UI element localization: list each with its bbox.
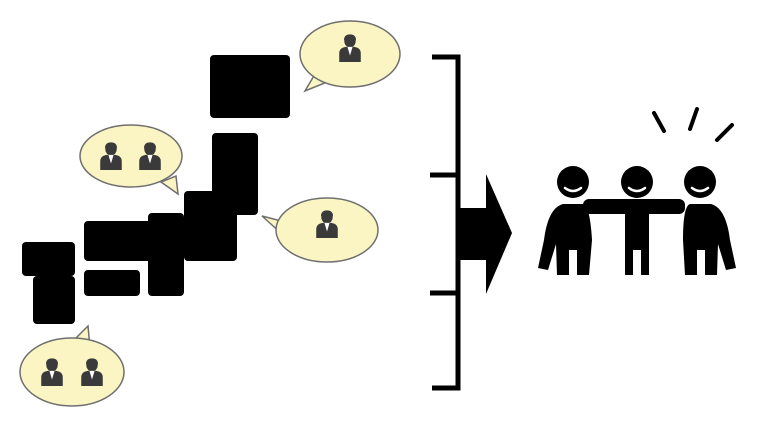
speech-bubble-kyushu: [19, 324, 125, 407]
person-head: [557, 166, 589, 198]
map-block-kanto: [184, 191, 237, 261]
bracket-spine: [432, 54, 461, 391]
person-head: [621, 166, 653, 198]
speech-bubble-hokkaido: [299, 20, 401, 93]
person-head: [684, 166, 716, 198]
cheer-line: [652, 111, 666, 133]
person-body: [625, 212, 649, 275]
bracket-icon: [430, 54, 461, 391]
bubble-body: [19, 337, 125, 407]
bubble-tail: [159, 174, 179, 196]
person-body: [538, 204, 592, 275]
person-body: [683, 204, 736, 275]
map-block-kyushu-south: [33, 276, 75, 324]
bubble-body: [79, 124, 183, 188]
map-block-hokkaido: [210, 55, 290, 118]
speech-bubble-kanto: [261, 197, 379, 263]
map-block-chugoku: [84, 221, 156, 261]
speech-bubble-kinki: [79, 124, 183, 196]
cheer-line: [715, 123, 734, 142]
smile: [690, 186, 710, 193]
smile: [627, 186, 647, 193]
smile: [563, 186, 583, 193]
cheer-line: [688, 107, 699, 131]
japan-map: [22, 55, 290, 324]
map-block-chubu: [148, 213, 184, 296]
map-block-kyushu-north: [22, 242, 75, 276]
linked-arms: [583, 199, 685, 214]
right-arrow-icon: [458, 174, 512, 294]
cheering-group-icon: [538, 107, 736, 275]
map-block-shikoku: [84, 270, 140, 296]
